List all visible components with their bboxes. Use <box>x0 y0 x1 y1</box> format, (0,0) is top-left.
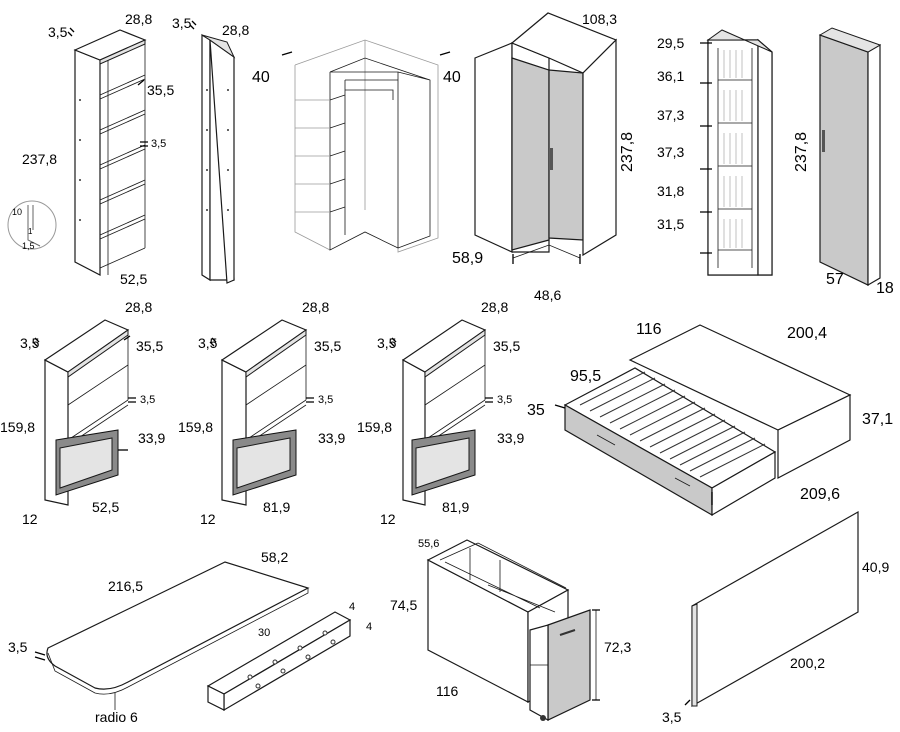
bunk1-width-label: 52,5 <box>92 499 119 515</box>
shelf-width-label: 52,5 <box>120 271 147 287</box>
trundle-inner-label: 95,5 <box>570 368 601 385</box>
detail-a-label: 10 <box>12 207 22 217</box>
bunk1-top-label: 28,8 <box>125 299 152 315</box>
bunk-shelf-3: 3,5 28,8 35,5 3,5 159,8 33,9 12 81,9 <box>357 299 524 527</box>
trundle-length-label: 200,4 <box>787 325 827 342</box>
cabinet-drawer-label: 72,3 <box>604 639 631 655</box>
desk-thickness-label: 3,5 <box>8 639 28 655</box>
door-height-label: 237,8 <box>793 132 810 172</box>
shelf-unit-narrow: 29,5 36,1 37,3 37,3 31,8 31,5 <box>657 29 773 276</box>
board-height-label: 40,9 <box>862 559 889 575</box>
shelf-unit-tall: 3,5 28,8 35,5 3,5 237,8 52,5 10 1 1,5 <box>7 11 174 287</box>
panel-depth-label: 28,8 <box>222 22 249 38</box>
board-inner-label: 200,2 <box>790 655 825 671</box>
bunk3-thick-label: 3,5 <box>377 335 397 351</box>
board-length-label: 209,6 <box>800 486 840 503</box>
narrow-h6-label: 31,5 <box>657 216 684 232</box>
desk-length-label: 216,5 <box>108 578 143 594</box>
bunk2-thick-label: 3,5 <box>198 335 218 351</box>
shelf-depth-label: 28,8 <box>125 11 152 27</box>
cabinet-height-label: 74,5 <box>390 597 417 613</box>
frame-left-label: 40 <box>252 69 270 86</box>
bracket-b-label: 4 <box>366 621 372 633</box>
bunk3-base-label: 12 <box>380 511 396 527</box>
narrow-h5-label: 31,8 <box>657 183 684 199</box>
bunk3-lower-label: 33,9 <box>497 430 524 446</box>
bunk1-lower-label: 33,9 <box>138 430 165 446</box>
bunk3-shelf-label: 3,5 <box>497 394 512 406</box>
bunk2-gap-label: 35,5 <box>314 338 341 354</box>
detail-magnifier: 10 1 1,5 <box>7 200 57 251</box>
bracket-a-label: 4 <box>349 601 355 613</box>
closet-door-label: 48,6 <box>534 287 561 303</box>
shelf-thickness-label: 3,5 <box>48 24 68 40</box>
door-width-label: 57 <box>826 271 844 288</box>
corner-frame: 40 40 <box>252 39 461 253</box>
board-thickness-label: 3,5 <box>662 709 682 725</box>
bunk1-gap-label: 35,5 <box>136 338 163 354</box>
corner-closet: 108,3 237,8 58,9 48,6 <box>452 11 636 303</box>
trundle-drawer-label: 35 <box>527 402 545 419</box>
bunk-shelf-1: 3,5 28,8 35,5 3,5 159,8 33,9 12 52,5 <box>0 299 165 527</box>
bunk1-thick-label: 3,5 <box>20 335 40 351</box>
closet-side-label: 58,9 <box>452 250 483 267</box>
bunk3-height-label: 159,8 <box>357 419 392 435</box>
detail-b-label: 1 <box>28 227 33 236</box>
door-panel: 237,8 57 18 <box>793 27 894 297</box>
detail-c-label: 1,5 <box>22 241 35 251</box>
desk-radius-label: radio 6 <box>95 709 138 725</box>
shelf-height-label: 237,8 <box>22 151 57 167</box>
bunk2-lower-label: 33,9 <box>318 430 345 446</box>
trundle-width-label: 116 <box>636 321 662 338</box>
panel-thickness-label: 3,5 <box>172 15 192 31</box>
narrow-h1-label: 29,5 <box>657 35 684 51</box>
desk-top: 216,5 58,2 3,5 radio 6 <box>8 549 310 725</box>
shelf-board-label: 3,5 <box>151 138 166 150</box>
cabinet-depth-label: 55,6 <box>418 538 439 550</box>
frame-right-label: 40 <box>443 69 461 86</box>
storage-cabinet: 55,6 74,5 116 72,3 <box>390 538 631 722</box>
narrow-h4-label: 37,3 <box>657 144 684 160</box>
bunk2-width-label: 81,9 <box>263 499 290 515</box>
bunk-shelf-2: 3,5 28,8 35,5 3,5 159,8 33,9 12 81,9 <box>178 299 345 527</box>
bunk1-height-label: 159,8 <box>0 419 35 435</box>
closet-width-label: 108,3 <box>582 11 617 27</box>
bunk3-top-label: 28,8 <box>481 299 508 315</box>
desk-depth-label: 58,2 <box>261 549 288 565</box>
shelf-gap-label: 35,5 <box>147 82 174 98</box>
closet-height-label: 237,8 <box>619 132 636 172</box>
door-depth-label: 18 <box>876 280 894 297</box>
bunk1-shelf-label: 3,5 <box>140 394 155 406</box>
bracket-length-label: 30 <box>258 627 270 639</box>
bunk3-gap-label: 35,5 <box>493 338 520 354</box>
bunk2-height-label: 159,8 <box>178 419 213 435</box>
metal-bracket: 30 4 4 <box>206 601 372 712</box>
cabinet-width-label: 116 <box>436 683 459 699</box>
bunk2-top-label: 28,8 <box>302 299 329 315</box>
narrow-h2-label: 36,1 <box>657 68 684 84</box>
bunk2-base-label: 12 <box>200 511 216 527</box>
bunk1-base-label: 12 <box>22 511 38 527</box>
bunk2-shelf-label: 3,5 <box>318 394 333 406</box>
headboard-panel: 209,6 40,9 200,2 3,5 <box>662 486 889 725</box>
narrow-h3-label: 37,3 <box>657 107 684 123</box>
trundle-bed: 116 200,4 95,5 35 37,1 <box>527 321 893 517</box>
trundle-height-label: 37,1 <box>862 411 893 428</box>
side-panel: 3,5 28,8 <box>172 15 249 284</box>
bunk3-width-label: 81,9 <box>442 499 469 515</box>
